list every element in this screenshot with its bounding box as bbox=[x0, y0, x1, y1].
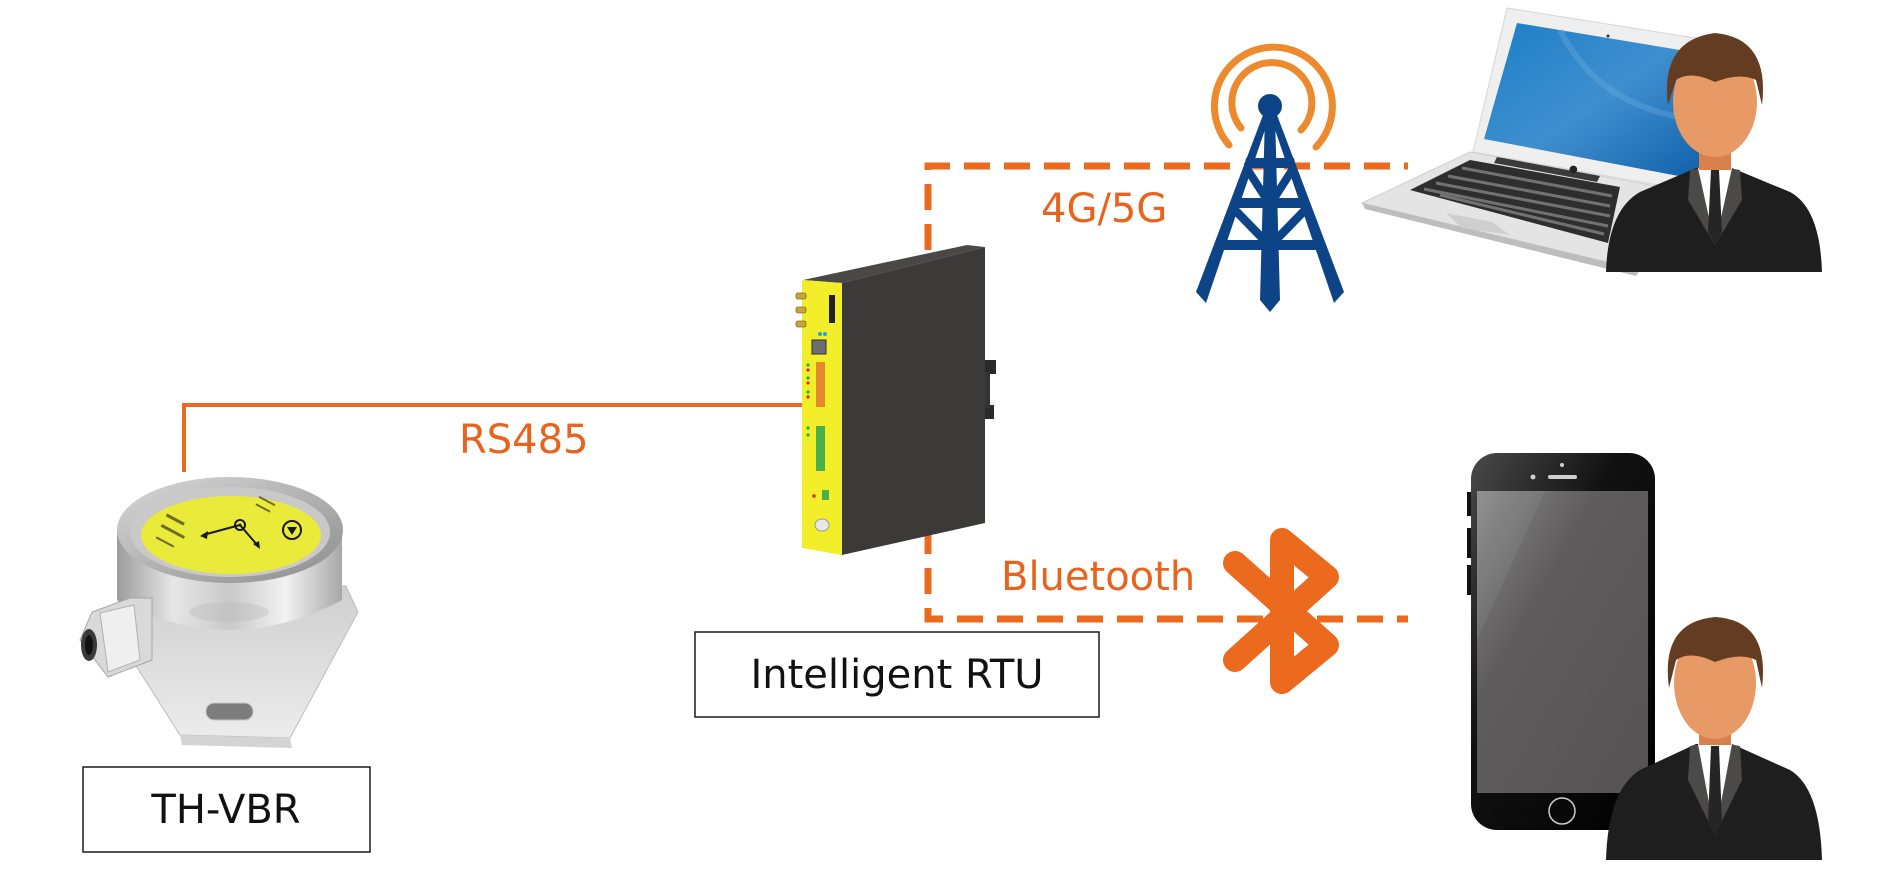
user-avatar-icon bbox=[1606, 617, 1822, 860]
smartphone-icon bbox=[1467, 453, 1655, 830]
sensor-label-face bbox=[141, 496, 321, 574]
rs485-link: RS485 bbox=[182, 403, 803, 472]
rtu-label-box: Intelligent RTU bbox=[694, 631, 1100, 718]
rs485-line bbox=[182, 403, 803, 472]
user-avatar-icon bbox=[1606, 33, 1822, 272]
bluetooth-dashed-line bbox=[924, 528, 1408, 623]
cellular-link: 4G/5G bbox=[924, 162, 1408, 250]
rtu-device-icon bbox=[795, 245, 996, 555]
rtu-label: Intelligent RTU bbox=[750, 652, 1043, 698]
cellular-label: 4G/5G bbox=[1041, 186, 1167, 232]
cellular-dashed-line bbox=[924, 162, 1408, 250]
bluetooth-icon bbox=[1223, 528, 1339, 694]
svg-text:●: ● bbox=[1569, 164, 1578, 175]
sensor-label-box: TH-VBR bbox=[82, 766, 371, 853]
vibration-sensor-icon bbox=[79, 477, 359, 748]
rs485-label: RS485 bbox=[459, 417, 589, 463]
bluetooth-link: Bluetooth bbox=[924, 528, 1408, 623]
cell-tower-icon bbox=[1196, 43, 1344, 312]
sensor-label: TH-VBR bbox=[150, 787, 300, 833]
bluetooth-label: Bluetooth bbox=[1001, 554, 1195, 600]
